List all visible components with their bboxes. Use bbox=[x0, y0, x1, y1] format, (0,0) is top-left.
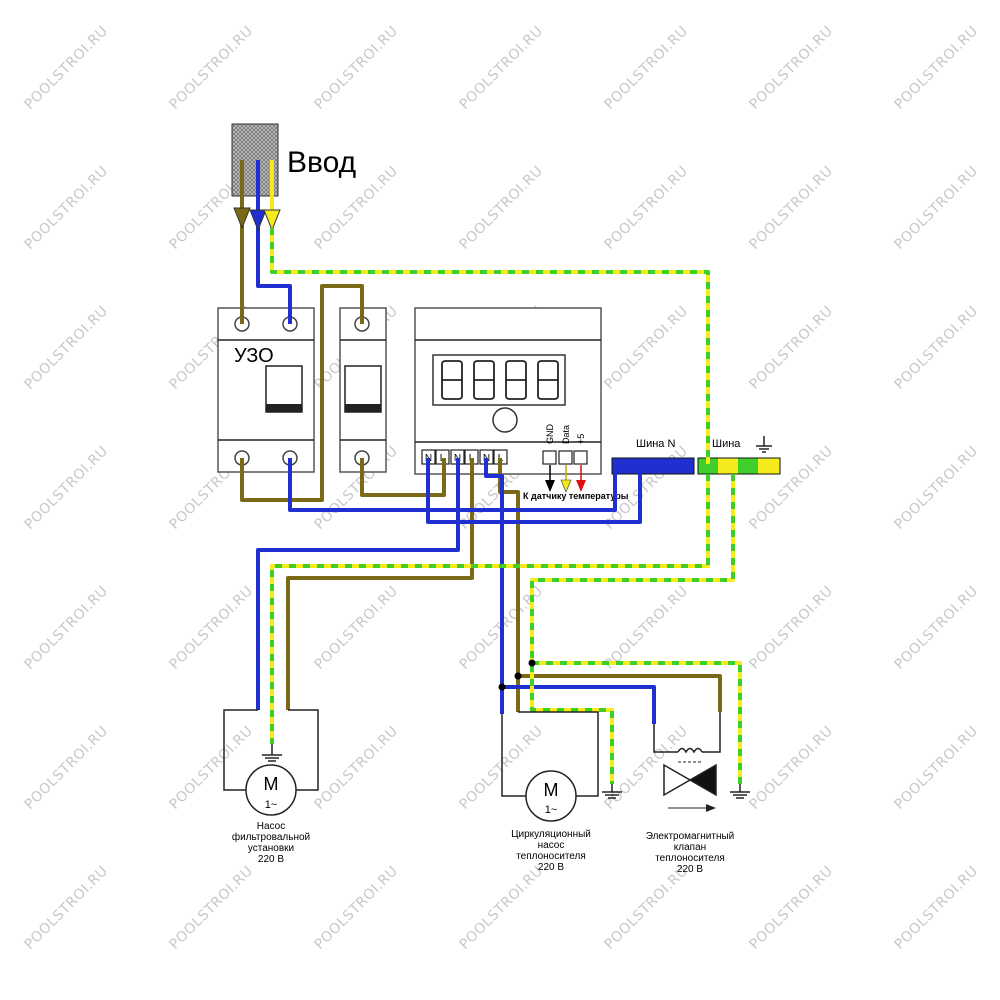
bus-pe-label: Шина bbox=[712, 438, 741, 450]
pe-bus bbox=[697, 457, 781, 475]
caption-line: 220 В bbox=[258, 854, 284, 865]
watermark-text: POOLSTROI.RU bbox=[22, 163, 112, 253]
watermark-text: POOLSTROI.RU bbox=[22, 863, 112, 953]
watermark-text: POOLSTROI.RU bbox=[892, 23, 982, 113]
rcd-device bbox=[217, 307, 315, 473]
bus-n-label: Шина N bbox=[636, 438, 675, 450]
sensor-terminal-label: GND bbox=[545, 424, 555, 445]
earth-wires bbox=[270, 228, 742, 784]
phase-wires bbox=[240, 160, 722, 712]
controller-unit bbox=[414, 307, 602, 475]
caption-line: Циркуляционный bbox=[511, 829, 591, 840]
watermark-text: POOLSTROI.RU bbox=[167, 863, 257, 953]
valve-right-icon bbox=[688, 763, 717, 797]
caption-line: Насос bbox=[257, 821, 285, 832]
watermark-text: POOLSTROI.RU bbox=[747, 723, 837, 813]
input-arrows bbox=[233, 160, 281, 232]
coil-icon bbox=[677, 747, 703, 754]
caption-line: 220 В bbox=[538, 862, 564, 873]
watermark-text: POOLSTROI.RU bbox=[22, 723, 112, 813]
caption-line: 220 В bbox=[677, 864, 703, 875]
circuit-breaker bbox=[339, 307, 387, 473]
sensor-note: К датчику температуры bbox=[523, 491, 629, 501]
flow-arrow-icon bbox=[706, 804, 716, 812]
watermark-text: POOLSTROI.RU bbox=[22, 303, 112, 393]
input-title: Ввод bbox=[287, 146, 356, 179]
watermark-text: POOLSTROI.RU bbox=[312, 583, 402, 673]
caption-line: насос bbox=[538, 840, 565, 851]
sensor-terminal-label: +5 bbox=[576, 434, 586, 444]
neutral-bus bbox=[611, 457, 695, 475]
caption-line: теплоносителя bbox=[655, 853, 725, 864]
watermark-text: POOLSTROI.RU bbox=[602, 23, 692, 113]
watermark-text: POOLSTROI.RU bbox=[312, 23, 402, 113]
watermark-text: POOLSTROI.RU bbox=[747, 303, 837, 393]
watermark-text: POOLSTROI.RU bbox=[892, 163, 982, 253]
control-knob bbox=[492, 407, 518, 433]
watermark-text: POOLSTROI.RU bbox=[602, 583, 692, 673]
circulation-pump-motor bbox=[501, 711, 622, 822]
sensor-terminal bbox=[542, 450, 557, 465]
caption-line: теплоносителя bbox=[516, 851, 586, 862]
watermark-text: POOLSTROI.RU bbox=[22, 583, 112, 673]
motor-ac-symbol: 1~ bbox=[265, 799, 278, 811]
junction-dot bbox=[498, 683, 506, 691]
caption-line: Электромагнитный bbox=[646, 831, 735, 842]
watermark-text: POOLSTROI.RU bbox=[747, 583, 837, 673]
solenoid-valve bbox=[653, 712, 750, 812]
watermark-text: POOLSTROI.RU bbox=[602, 863, 692, 953]
ground-icon bbox=[756, 436, 772, 453]
watermark-text: POOLSTROI.RU bbox=[892, 443, 982, 533]
sensor-terminal bbox=[558, 450, 573, 465]
junction-dot bbox=[514, 672, 522, 680]
junction-dot bbox=[528, 659, 536, 667]
watermark-text: POOLSTROI.RU bbox=[892, 583, 982, 673]
valve-left-icon bbox=[663, 763, 692, 797]
watermark-text: POOLSTROI.RU bbox=[602, 163, 692, 253]
watermark-text: POOLSTROI.RU bbox=[747, 443, 837, 533]
watermark-text: POOLSTROI.RU bbox=[747, 163, 837, 253]
watermark-text: POOLSTROI.RU bbox=[312, 723, 402, 813]
filter-pump-motor bbox=[223, 709, 319, 816]
watermark-text: POOLSTROI.RU bbox=[747, 863, 837, 953]
watermark-text: POOLSTROI.RU bbox=[602, 303, 692, 393]
watermark-text: POOLSTROI.RU bbox=[22, 23, 112, 113]
watermark-text: POOLSTROI.RU bbox=[167, 723, 257, 813]
sensor-terminal-label: Data bbox=[561, 425, 571, 444]
watermark-text: POOLSTROI.RU bbox=[892, 863, 982, 953]
watermark-text: POOLSTROI.RU bbox=[892, 723, 982, 813]
motor-symbol: M bbox=[264, 774, 279, 794]
motor-icon bbox=[525, 770, 577, 822]
watermark-text: POOLSTROI.RU bbox=[457, 863, 547, 953]
motor-icon bbox=[245, 764, 297, 816]
rcd-label: УЗО bbox=[234, 345, 274, 367]
caption-line: клапан bbox=[674, 842, 706, 853]
watermark-text: POOLSTROI.RU bbox=[747, 23, 837, 113]
watermark-text: POOLSTROI.RU bbox=[167, 23, 257, 113]
watermark-text: POOLSTROI.RU bbox=[312, 863, 402, 953]
caption-line: установки bbox=[248, 843, 294, 854]
watermark-text: POOLSTROI.RU bbox=[22, 443, 112, 533]
watermark-text: POOLSTROI.RU bbox=[457, 163, 547, 253]
caption-line: фильтровальной bbox=[232, 831, 310, 843]
sensor-arrows bbox=[545, 465, 586, 493]
watermark-text: POOLSTROI.RU bbox=[892, 303, 982, 393]
motor-ac-symbol: 1~ bbox=[545, 804, 558, 816]
watermark-text: POOLSTROI.RU bbox=[167, 583, 257, 673]
sensor-terminal bbox=[573, 450, 588, 465]
motor-symbol: M bbox=[544, 780, 559, 800]
watermark-text: POOLSTROI.RU bbox=[457, 23, 547, 113]
sensor-terminals: GND Data +5 bbox=[542, 424, 588, 465]
watermark-text: POOLSTROI.RU bbox=[602, 723, 692, 813]
